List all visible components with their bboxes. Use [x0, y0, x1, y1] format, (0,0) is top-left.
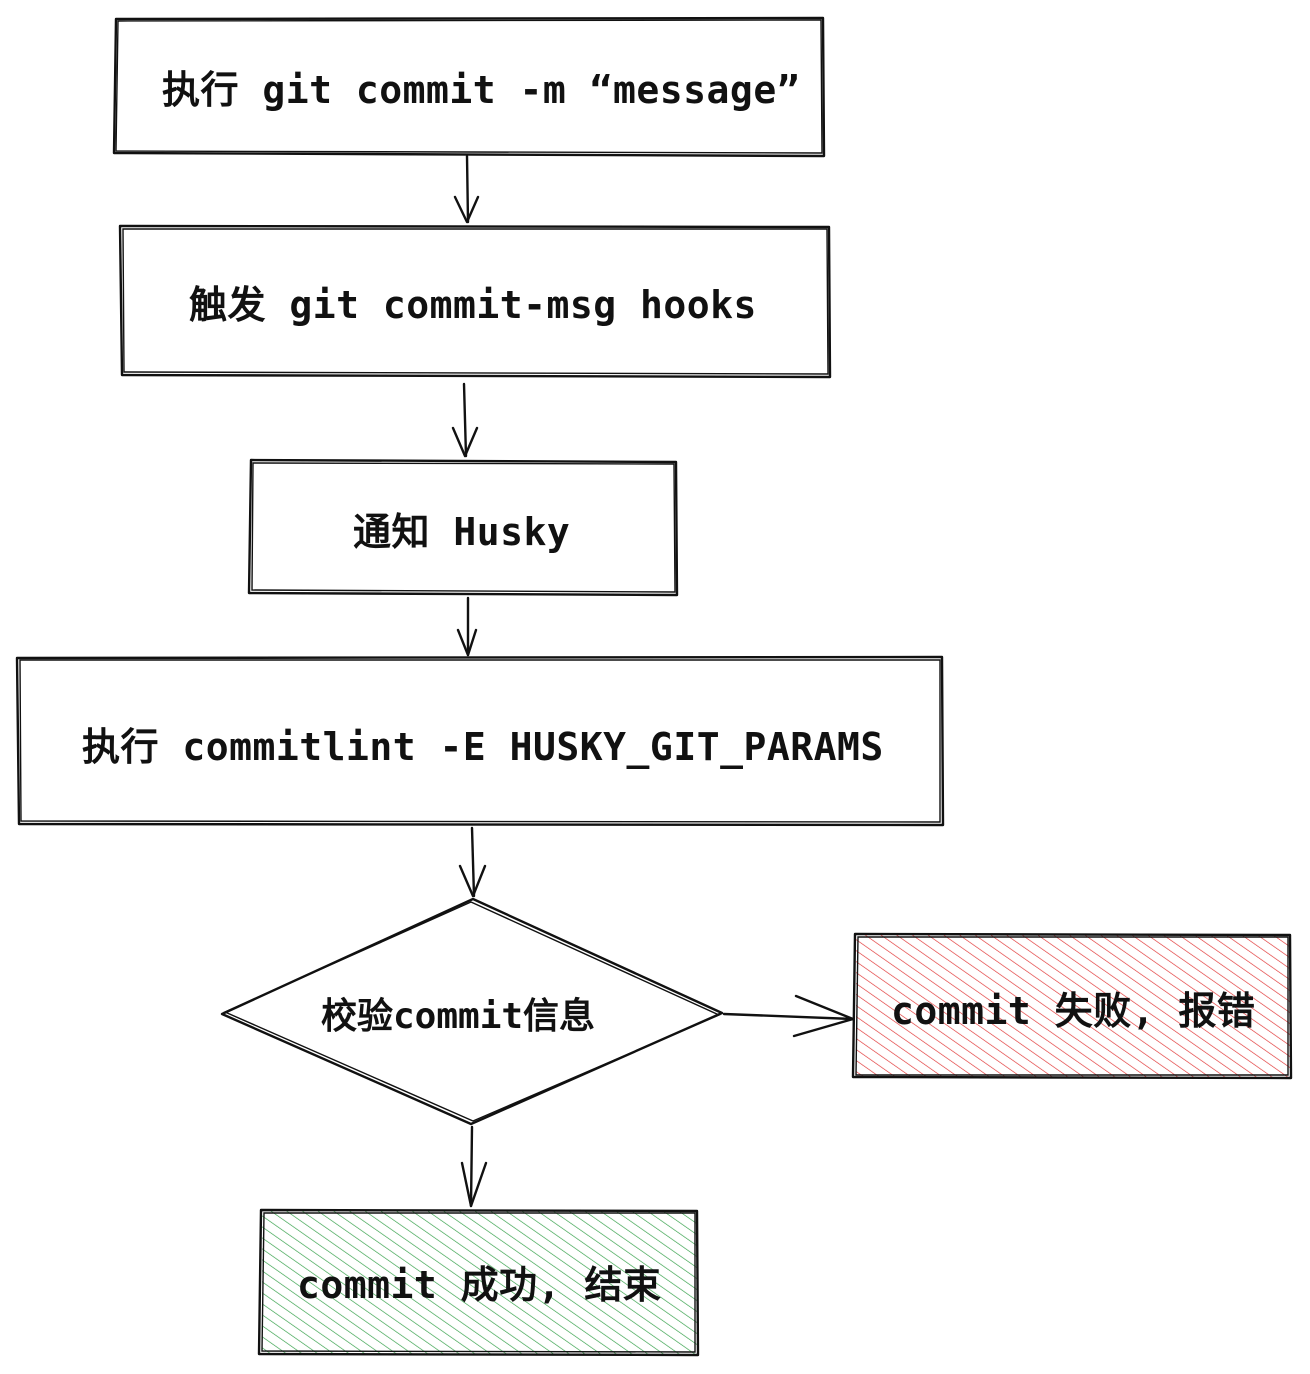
node-step-commit: 执行 git commit -m “message”: [112, 16, 826, 158]
edge-commitlint-to-validate: [458, 826, 487, 898]
node-result-fail: commit 失败, 报错: [851, 932, 1293, 1080]
node-step-run-commitlint: 执行 commitlint -E HUSKY_GIT_PARAMS: [15, 655, 945, 827]
edge-commit-to-trigger: [453, 154, 480, 224]
node-result-success-label: commit 成功, 结束: [297, 1263, 661, 1307]
node-step-run-commitlint-label: 执行 commitlint -E HUSKY_GIT_PARAMS: [82, 725, 884, 769]
node-step-trigger-hook: 触发 git commit-msg hooks: [118, 224, 832, 379]
node-decision-validate: 校验commit信息: [220, 897, 724, 1126]
node-step-commit-label: 执行 git commit -m “message”: [162, 68, 800, 112]
edge-trigger-to-notify: [451, 382, 479, 458]
node-result-fail-label: commit 失败, 报错: [891, 989, 1255, 1033]
edge-validate-to-fail: [722, 994, 855, 1038]
edge-validate-to-success: [460, 1125, 488, 1208]
node-decision-validate-label: 校验commit信息: [321, 996, 595, 1037]
node-step-notify-husky-label: 通知 Husky: [353, 510, 570, 554]
edge-notify-to-commitlint: [456, 596, 478, 657]
node-step-notify-husky: 通知 Husky: [247, 458, 679, 597]
node-step-trigger-hook-label: 触发 git commit-msg hooks: [189, 283, 757, 327]
node-result-success: commit 成功, 结束: [257, 1208, 700, 1357]
